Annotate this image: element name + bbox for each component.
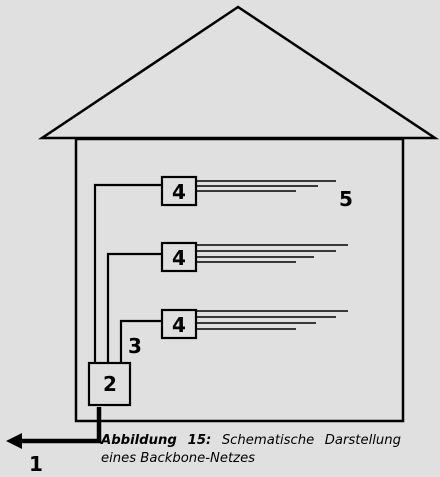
building-distributor: 2	[87, 361, 132, 407]
figure-caption-text: Schematische Darstellung eines Backbone-…	[101, 433, 401, 466]
floor-distributor-label: 4	[172, 313, 186, 337]
horizontal-cabling-middle	[196, 244, 348, 263]
floor-distributor-middle: 4	[160, 241, 198, 273]
backbone-cable-label: 3	[128, 334, 142, 358]
floor-distributor-top: 4	[160, 175, 198, 207]
house-roof	[37, 5, 440, 140]
floor-distributor-bottom: 4	[160, 308, 198, 340]
floor-distributor-label: 4	[172, 246, 186, 270]
outgoing-link-label: 1	[29, 452, 43, 476]
floor-distributor-label: 4	[172, 180, 186, 204]
backbone-cable-middle	[106, 252, 162, 369]
figure-caption: Abbildung 15: Schematische Darstellung e…	[101, 432, 401, 468]
outgoing-link-arrowhead	[6, 433, 22, 449]
figure-caption-label: Abbildung 15:	[101, 433, 212, 448]
backbone-cable-top	[93, 183, 162, 369]
backbone-cable-bottom	[119, 319, 162, 369]
outgoing-link-line	[20, 407, 102, 444]
horizontal-cabling-top	[196, 180, 336, 192]
building-distributor-label: 2	[103, 372, 117, 396]
horizontal-cabling-label: 5	[339, 187, 353, 211]
horizontal-cabling-bottom	[196, 310, 348, 330]
